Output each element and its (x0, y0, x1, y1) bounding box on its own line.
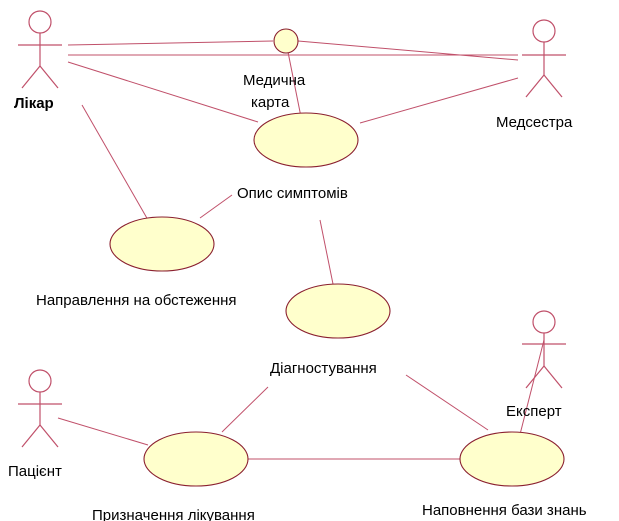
assoc-symptoms-diagnosis (319, 219, 334, 285)
actor-patient[interactable] (18, 369, 62, 448)
actor-doctor[interactable] (18, 10, 62, 89)
label-use-case-referral: Направлення на обстеження (36, 292, 237, 309)
use-case-treatment[interactable] (143, 431, 249, 487)
label-use-case-diagnosis: Діагностування (270, 360, 377, 377)
actor-nurse[interactable] (522, 19, 566, 98)
use-case-knowledge-base[interactable] (459, 431, 565, 487)
actor-left-leg (21, 65, 41, 89)
use-case-symptoms[interactable] (253, 112, 359, 168)
label-patient: Пацієнт (8, 463, 62, 480)
label-use-case-symptoms: Опис симптомів (237, 185, 348, 202)
label-use-case-treatment: Призначення лікування (92, 507, 255, 521)
use-case-referral[interactable] (109, 216, 215, 272)
label-doctor: Лікар (14, 95, 54, 112)
use-case-diagnosis[interactable] (285, 283, 391, 339)
actor-head (28, 10, 52, 34)
label-expert: Експерт (506, 403, 562, 420)
assoc-doctor-referral (81, 104, 149, 221)
assoc-doctor-record (67, 40, 274, 46)
actor-expert[interactable] (522, 310, 566, 389)
actor-left-leg (525, 74, 545, 98)
actor-head (28, 369, 52, 393)
medical-record-entity[interactable] (273, 28, 299, 54)
label-medical-record-line2: карта (251, 94, 290, 111)
actor-head (532, 310, 556, 334)
assoc-diagnosis-knowledge (405, 374, 489, 431)
assoc-doctor-symptoms (67, 61, 259, 123)
actor-left-leg (525, 365, 545, 389)
assoc-record-nurse (297, 40, 519, 61)
actor-right-leg (543, 365, 563, 389)
assoc-patient-treatment (57, 417, 149, 446)
actor-right-leg (39, 424, 59, 448)
actor-left-leg (21, 424, 41, 448)
label-nurse: Медсестра (496, 114, 573, 131)
actor-right-leg (39, 65, 59, 89)
actor-head (532, 19, 556, 43)
assoc-nurse-symptoms (359, 77, 519, 124)
label-medical-record-line1: Медична (243, 72, 306, 89)
actor-right-leg (543, 74, 563, 98)
label-use-case-knowledge-base: Наповнення бази знань (422, 502, 587, 519)
assoc-symptoms-referral (199, 194, 233, 219)
assoc-diagnosis-treatment (221, 386, 269, 433)
